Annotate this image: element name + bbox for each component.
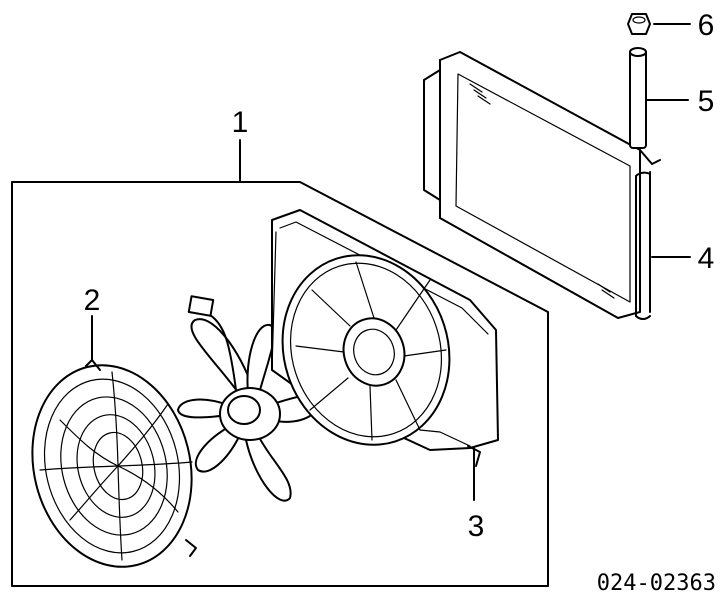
diagram-code: 024-02363 — [597, 571, 716, 596]
callout-1: 1 — [232, 106, 249, 139]
fan-grille — [31, 359, 197, 568]
fan-shroud — [271, 209, 499, 467]
cap-plug — [627, 13, 651, 35]
callout-6: 6 — [698, 9, 715, 42]
fan-blade-assembly — [177, 295, 320, 502]
callout-5: 5 — [698, 85, 715, 118]
callout-3: 3 — [468, 510, 485, 543]
assembly-outline — [11, 181, 549, 587]
condenser — [423, 51, 661, 320]
callout-4: 4 — [698, 242, 715, 275]
callout-2: 2 — [84, 284, 101, 317]
drier-cartridge — [629, 47, 647, 149]
